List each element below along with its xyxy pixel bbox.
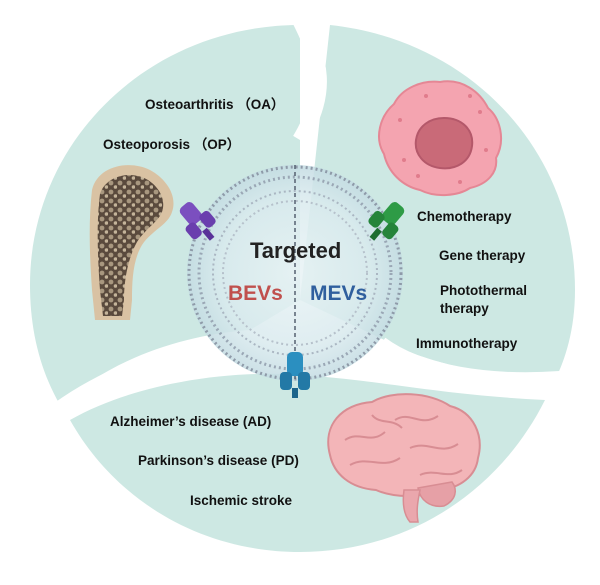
bevs-label: BEVs: [228, 282, 283, 305]
green-receptor-icon: [368, 202, 405, 241]
label-alzheimers: Alzheimer’s disease (AD): [110, 414, 272, 429]
label-osteoporosis: Osteoporosis （OP）: [103, 137, 241, 152]
mevs-label: MEVs: [310, 282, 368, 305]
purple-receptor-icon: [179, 202, 216, 241]
center-title: Targeted: [250, 238, 342, 263]
bone-icon: [89, 165, 174, 320]
label-immunotherapy: Immunotherapy: [416, 336, 518, 351]
tumor-cell-icon: [378, 80, 503, 196]
label-ischemic-stroke: Ischemic stroke: [190, 493, 293, 508]
label-osteoarthritis: Osteoarthritis （OA）: [145, 97, 285, 112]
brain-icon: [327, 393, 481, 523]
label-photothermal-therapy: therapy: [440, 301, 489, 316]
blue-receptor-icon: [280, 352, 310, 398]
label-gene-therapy: Gene therapy: [439, 248, 526, 263]
label-chemotherapy: Chemotherapy: [417, 209, 512, 224]
label-photothermal: Photothermal: [440, 283, 528, 298]
label-parkinsons: Parkinson’s disease (PD): [138, 453, 299, 468]
central-vesicle: [187, 165, 403, 381]
